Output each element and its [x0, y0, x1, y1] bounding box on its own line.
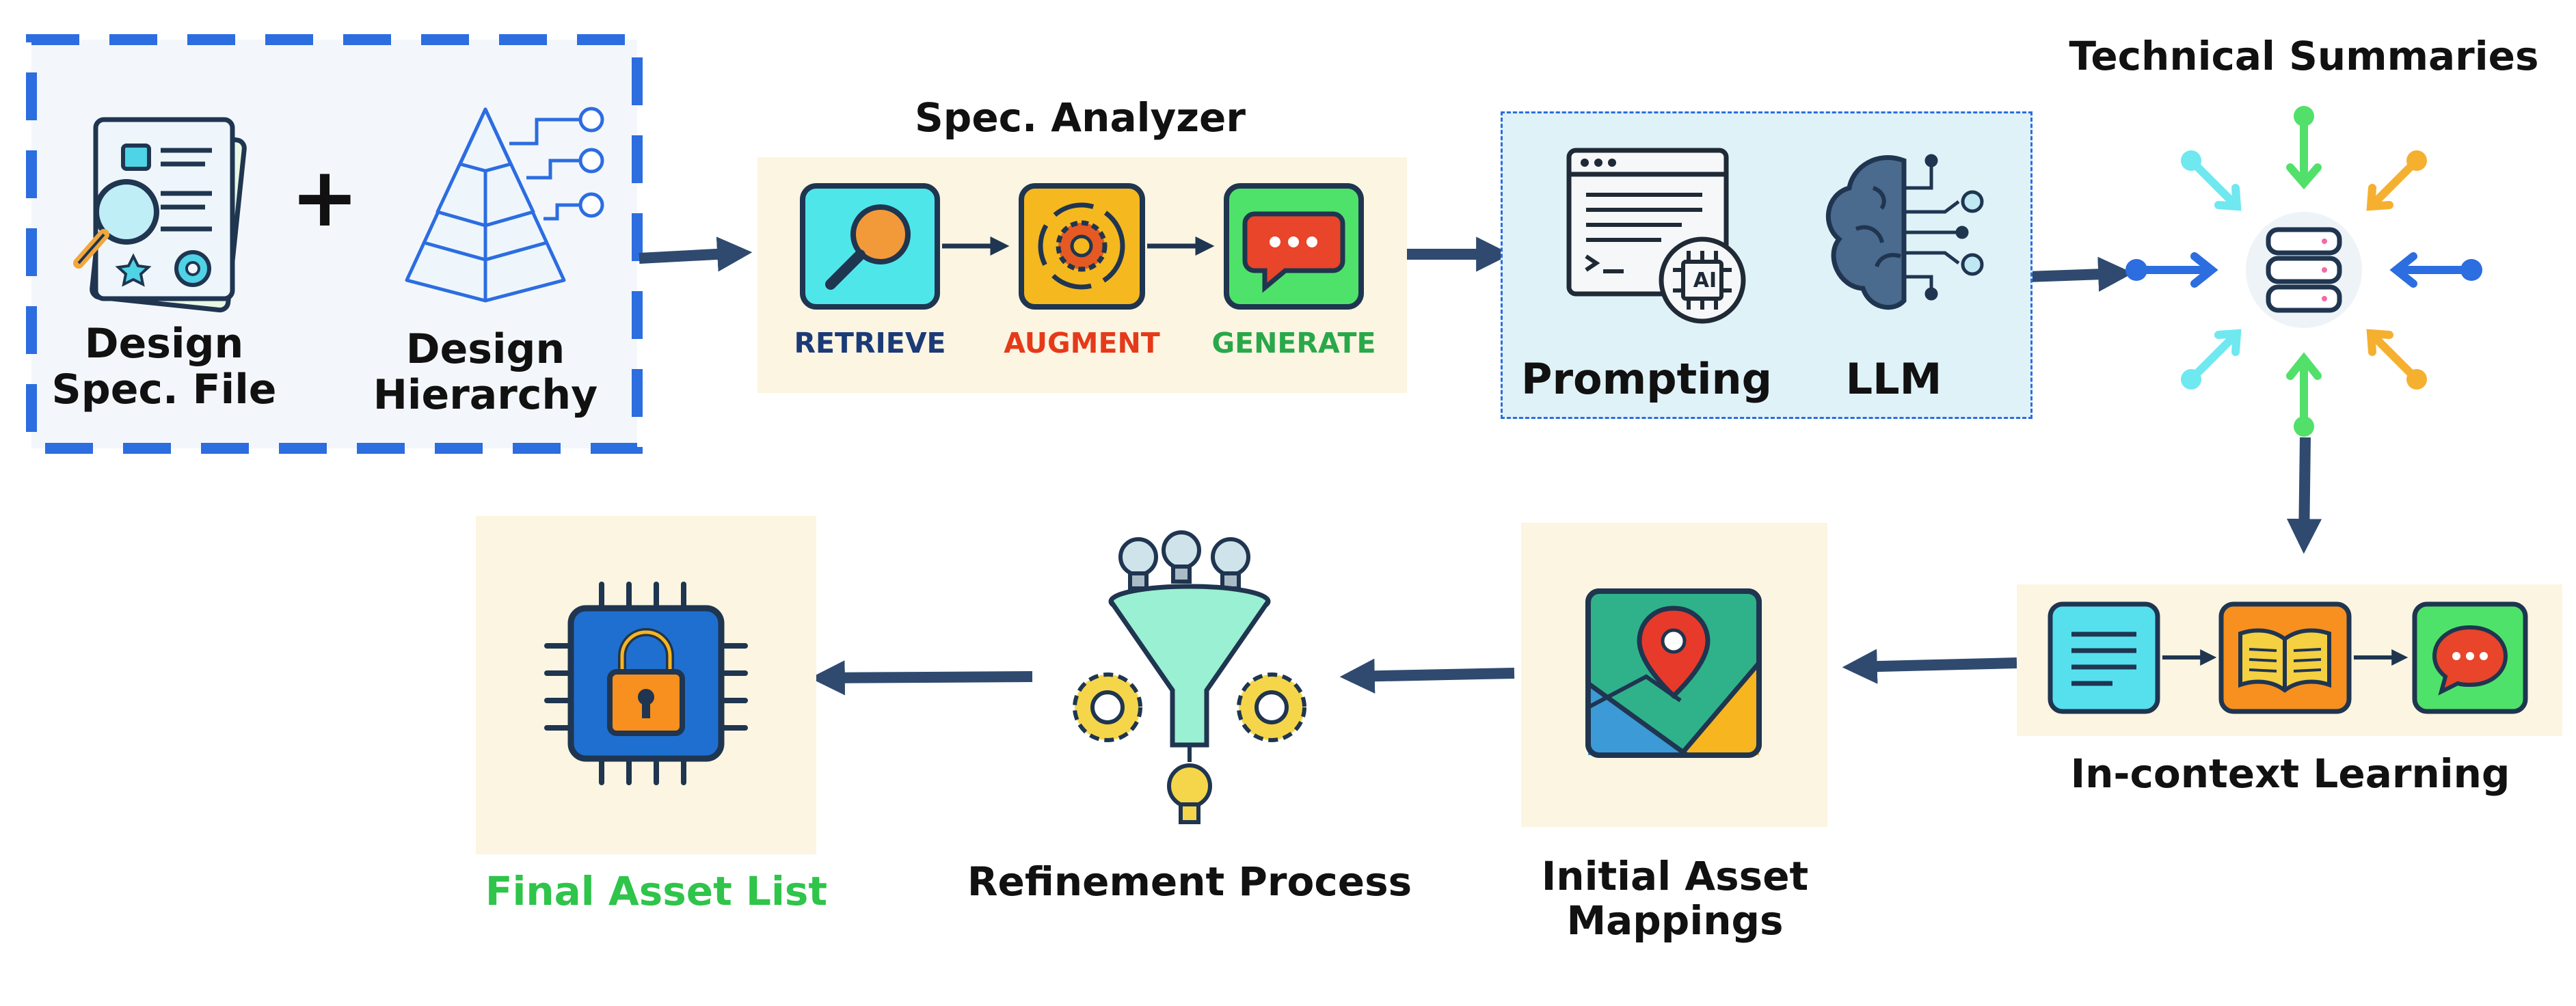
arrow-llm-to-summaries: [2026, 256, 2134, 292]
retrieve-label: RETRIEVE: [794, 327, 946, 359]
spec-file-label: Design Spec. File: [48, 321, 280, 413]
hierarchy-label: Design Hierarchy: [369, 325, 602, 420]
database-icon: [2125, 106, 2482, 437]
funnel-icon: [1073, 530, 1306, 824]
initial-title-line1: Initial Asset: [1541, 853, 1809, 899]
arrow-summaries-to-icl: [2286, 437, 2322, 554]
augment-label: AUGMENT: [1004, 327, 1160, 359]
summaries-title: Technical Summaries: [2069, 33, 2539, 79]
map-pin-icon: [1585, 588, 1762, 758]
terminal-icon: [1566, 148, 1746, 324]
icl-title: In-context Learning: [2070, 750, 2510, 797]
lock-chip-icon: [544, 582, 748, 785]
gear-icon: [1019, 183, 1145, 310]
prompting-label: Prompting: [1521, 354, 1773, 404]
refine-title: Refinement Process: [967, 858, 1412, 905]
llm-label: LLM: [1845, 354, 1942, 404]
hierarchy-label-line1: Design: [405, 325, 565, 373]
arrow-refine-to-final: [809, 660, 1033, 696]
plus-sign: +: [290, 150, 360, 245]
arrow-input-to-analyzer: [639, 236, 753, 272]
magnifier-icon: [800, 183, 940, 310]
book-icon: [2218, 601, 2352, 714]
arrow-initial-to-refine: [1339, 658, 1515, 694]
initial-title-line2: Mappings: [1566, 897, 1784, 944]
final-title: Final Asset List: [485, 868, 828, 914]
hierarchy-label-line2: Hierarchy: [373, 371, 598, 420]
spec-file-label-line1: Design: [84, 320, 244, 368]
arrow-icl-to-initial: [1842, 649, 2017, 684]
analyzer-title: Spec. Analyzer: [915, 94, 1246, 141]
chat-icon: [1224, 183, 1364, 310]
generate-label: GENERATE: [1211, 327, 1376, 359]
spec-file-label-line2: Spec. File: [51, 366, 277, 414]
brain-icon: [1826, 154, 1984, 310]
text-doc-icon: [2048, 601, 2160, 714]
initial-title: Initial Asset Mappings: [1470, 854, 1880, 943]
chat-small-icon: [2412, 601, 2528, 714]
chip-text: AI: [1693, 269, 1717, 293]
document-icon: [73, 117, 247, 313]
pyramid-icon: [405, 107, 604, 303]
